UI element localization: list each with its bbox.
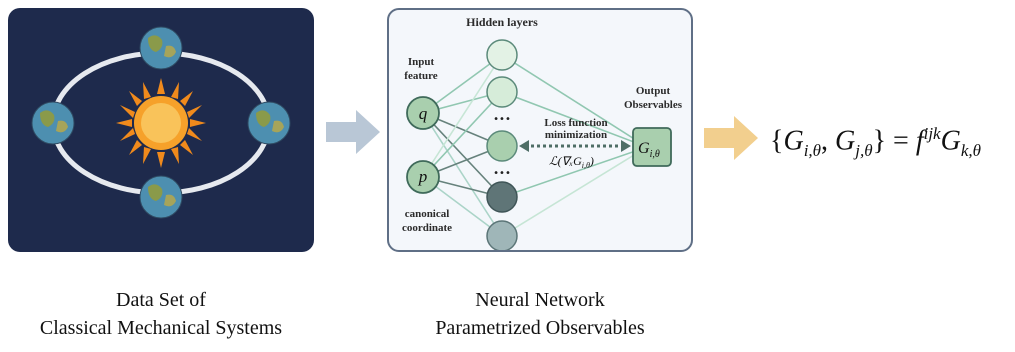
- earth-icon-left: [31, 101, 75, 145]
- hidden-layers-label: Hidden layers: [466, 15, 538, 29]
- left-caption: Data Set of Classical Mechanical Systems: [8, 286, 314, 342]
- middle-caption-line1: Neural Network: [475, 289, 605, 311]
- eq-equals: =: [886, 125, 916, 157]
- hidden-ellipsis-top: •••: [493, 114, 511, 125]
- earth-icon-top: [139, 26, 183, 70]
- left-caption-line1: Data Set of: [116, 289, 206, 311]
- eq-g1-sub: i,θ: [803, 140, 822, 160]
- input-p-label: p: [418, 167, 428, 186]
- canonical-label-line2: coordinate: [402, 222, 452, 234]
- eq-g3: G: [940, 125, 961, 157]
- earth-icon-right: [247, 101, 291, 145]
- output-node: [632, 127, 672, 167]
- network-edges: [422, 54, 648, 237]
- hidden-node-2: [486, 76, 518, 108]
- input-label-line2: feature: [404, 70, 438, 82]
- canonical-label-line1: canonical: [405, 208, 450, 220]
- solar-system-illustration: [31, 26, 291, 219]
- eq-open-brace: {: [770, 125, 784, 157]
- output-label-line2: Observables: [624, 99, 683, 111]
- eq-g2-sub: j,θ: [855, 140, 873, 160]
- hidden-ellipsis-bottom: •••: [493, 168, 511, 179]
- eq-comma: ,: [821, 125, 836, 157]
- middle-caption-line2: Parametrized Observables: [435, 317, 645, 339]
- input-node-q: [406, 96, 440, 130]
- input-q-label: q: [419, 104, 428, 123]
- eq-f: f: [915, 125, 924, 157]
- neural-network-diagram: ••• ••• q p Gi,θ Hidden layers Input fea…: [402, 15, 683, 250]
- middle-caption: Neural Network Parametrized Observables: [387, 286, 693, 342]
- arrow-right-icon-right: [704, 116, 758, 160]
- hidden-node-5: [486, 220, 518, 250]
- solar-system-panel: [8, 8, 314, 252]
- output-label-line1: Output: [636, 85, 671, 97]
- neural-network-panel: ••• ••• q p Gi,θ Hidden layers Input fea…: [387, 8, 693, 252]
- loss-label-line2: minimization: [545, 129, 607, 141]
- eq-g2: G: [835, 125, 856, 157]
- hidden-node-3: [486, 130, 518, 162]
- left-caption-line2: Classical Mechanical Systems: [39, 317, 283, 339]
- sun-icon: [116, 78, 206, 168]
- loss-formula: ℒ(∇ₓGi,θ): [549, 154, 594, 170]
- eq-g1: G: [783, 125, 804, 157]
- input-node-p: [406, 160, 440, 194]
- poisson-bracket-equation: {Gi,θ, Gj,θ} = fijkGk,θ: [770, 124, 981, 161]
- arrow-right-icon-left: [326, 110, 380, 154]
- output-node-label: Gi,θ: [638, 140, 660, 160]
- hidden-node-1: [486, 39, 518, 71]
- eq-f-sup: ijk: [923, 124, 941, 143]
- hidden-node-4: [486, 181, 518, 213]
- loss-arrow: [519, 140, 631, 152]
- input-label-line1: Input: [408, 56, 435, 68]
- earth-icon-bottom: [139, 175, 183, 219]
- loss-label-line1: Loss function: [544, 117, 607, 129]
- eq-g3-sub: k,θ: [960, 140, 981, 160]
- eq-close-brace: }: [872, 125, 887, 157]
